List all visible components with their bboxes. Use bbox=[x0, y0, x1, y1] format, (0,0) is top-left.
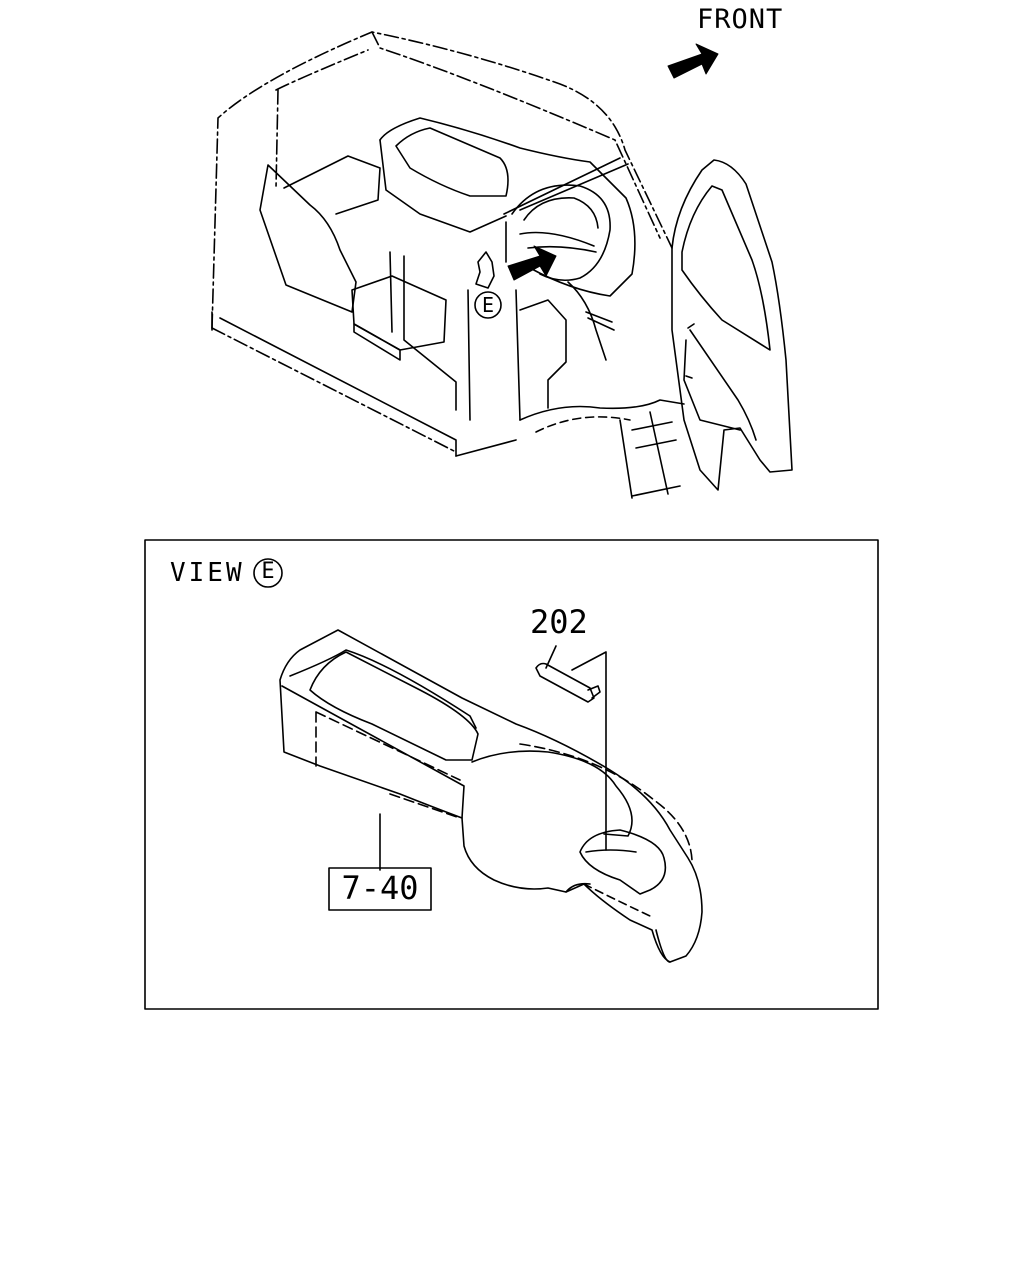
front-direction-arrow-icon bbox=[668, 44, 718, 78]
view-title-letter: E bbox=[261, 559, 275, 584]
view-e-circle bbox=[254, 559, 282, 587]
rear-seat-back-detail bbox=[284, 156, 380, 214]
callout-e-letter: E bbox=[481, 293, 495, 317]
steering-wheel bbox=[512, 185, 610, 280]
part-202-leader-bracket bbox=[572, 652, 606, 850]
view-direction-arrow-icon bbox=[508, 246, 556, 280]
cab-left-lower-edge bbox=[212, 312, 456, 456]
view-title: VIEW bbox=[170, 558, 245, 588]
instrument-panel-recess-inner bbox=[586, 850, 636, 852]
part-number-202: 202 bbox=[530, 603, 588, 641]
instrument-panel-glovebox bbox=[310, 652, 478, 760]
front-seat-base bbox=[520, 300, 566, 408]
dashboard-front-face bbox=[380, 140, 506, 232]
instrument-panel-illustration bbox=[280, 630, 702, 962]
windshield-edge bbox=[504, 158, 628, 214]
rear-seat-cushion-front bbox=[354, 324, 400, 360]
part-202-component bbox=[536, 664, 600, 703]
steering-wheel-inner bbox=[524, 198, 598, 228]
floor-front-edge bbox=[456, 440, 680, 496]
cab-floor-edge bbox=[212, 328, 456, 452]
a-pillar bbox=[468, 222, 520, 420]
door-sill-dashed bbox=[536, 417, 630, 432]
cab-roof-inner-edge bbox=[372, 32, 660, 238]
dashboard-top bbox=[380, 118, 635, 296]
floor-step bbox=[620, 412, 676, 498]
instrument-panel-outline bbox=[280, 630, 702, 962]
door-sill-front bbox=[520, 400, 684, 420]
part-number-7-40: 7-40 bbox=[341, 869, 419, 907]
instrument-panel-lower-recess bbox=[580, 830, 665, 894]
instrument-panel-bottom-edge bbox=[566, 884, 670, 962]
instrument-panel-meter-dashed bbox=[520, 744, 692, 860]
instrument-panel-side-dashed bbox=[316, 712, 460, 818]
open-door-window bbox=[682, 186, 770, 350]
open-door-outer bbox=[672, 160, 792, 490]
center-console-block bbox=[390, 252, 456, 410]
steering-column bbox=[520, 233, 596, 253]
rear-seat-back bbox=[260, 165, 356, 312]
front-label: FRONT bbox=[697, 4, 784, 35]
view-e-frame bbox=[145, 540, 878, 1009]
open-door-handle bbox=[686, 324, 694, 378]
part-202-leader bbox=[546, 646, 556, 668]
instrument-panel-top-edge bbox=[282, 650, 476, 818]
part-740-box bbox=[329, 868, 431, 910]
cab-roof-outline bbox=[212, 32, 672, 328]
dash-pedal-area bbox=[568, 282, 614, 360]
open-door-panel bbox=[684, 330, 756, 440]
part-202-body bbox=[536, 664, 594, 703]
callout-e-circle bbox=[475, 292, 501, 318]
dashboard-glovebox bbox=[396, 128, 508, 196]
cab-interior-illustration bbox=[212, 32, 792, 498]
instrument-panel-meter-hood bbox=[472, 751, 632, 836]
instrument-panel-bottom-dashed bbox=[584, 884, 650, 916]
callout-e-leader bbox=[476, 252, 494, 288]
part-202-tab bbox=[588, 686, 600, 698]
cab-rear-pillar bbox=[276, 50, 368, 188]
